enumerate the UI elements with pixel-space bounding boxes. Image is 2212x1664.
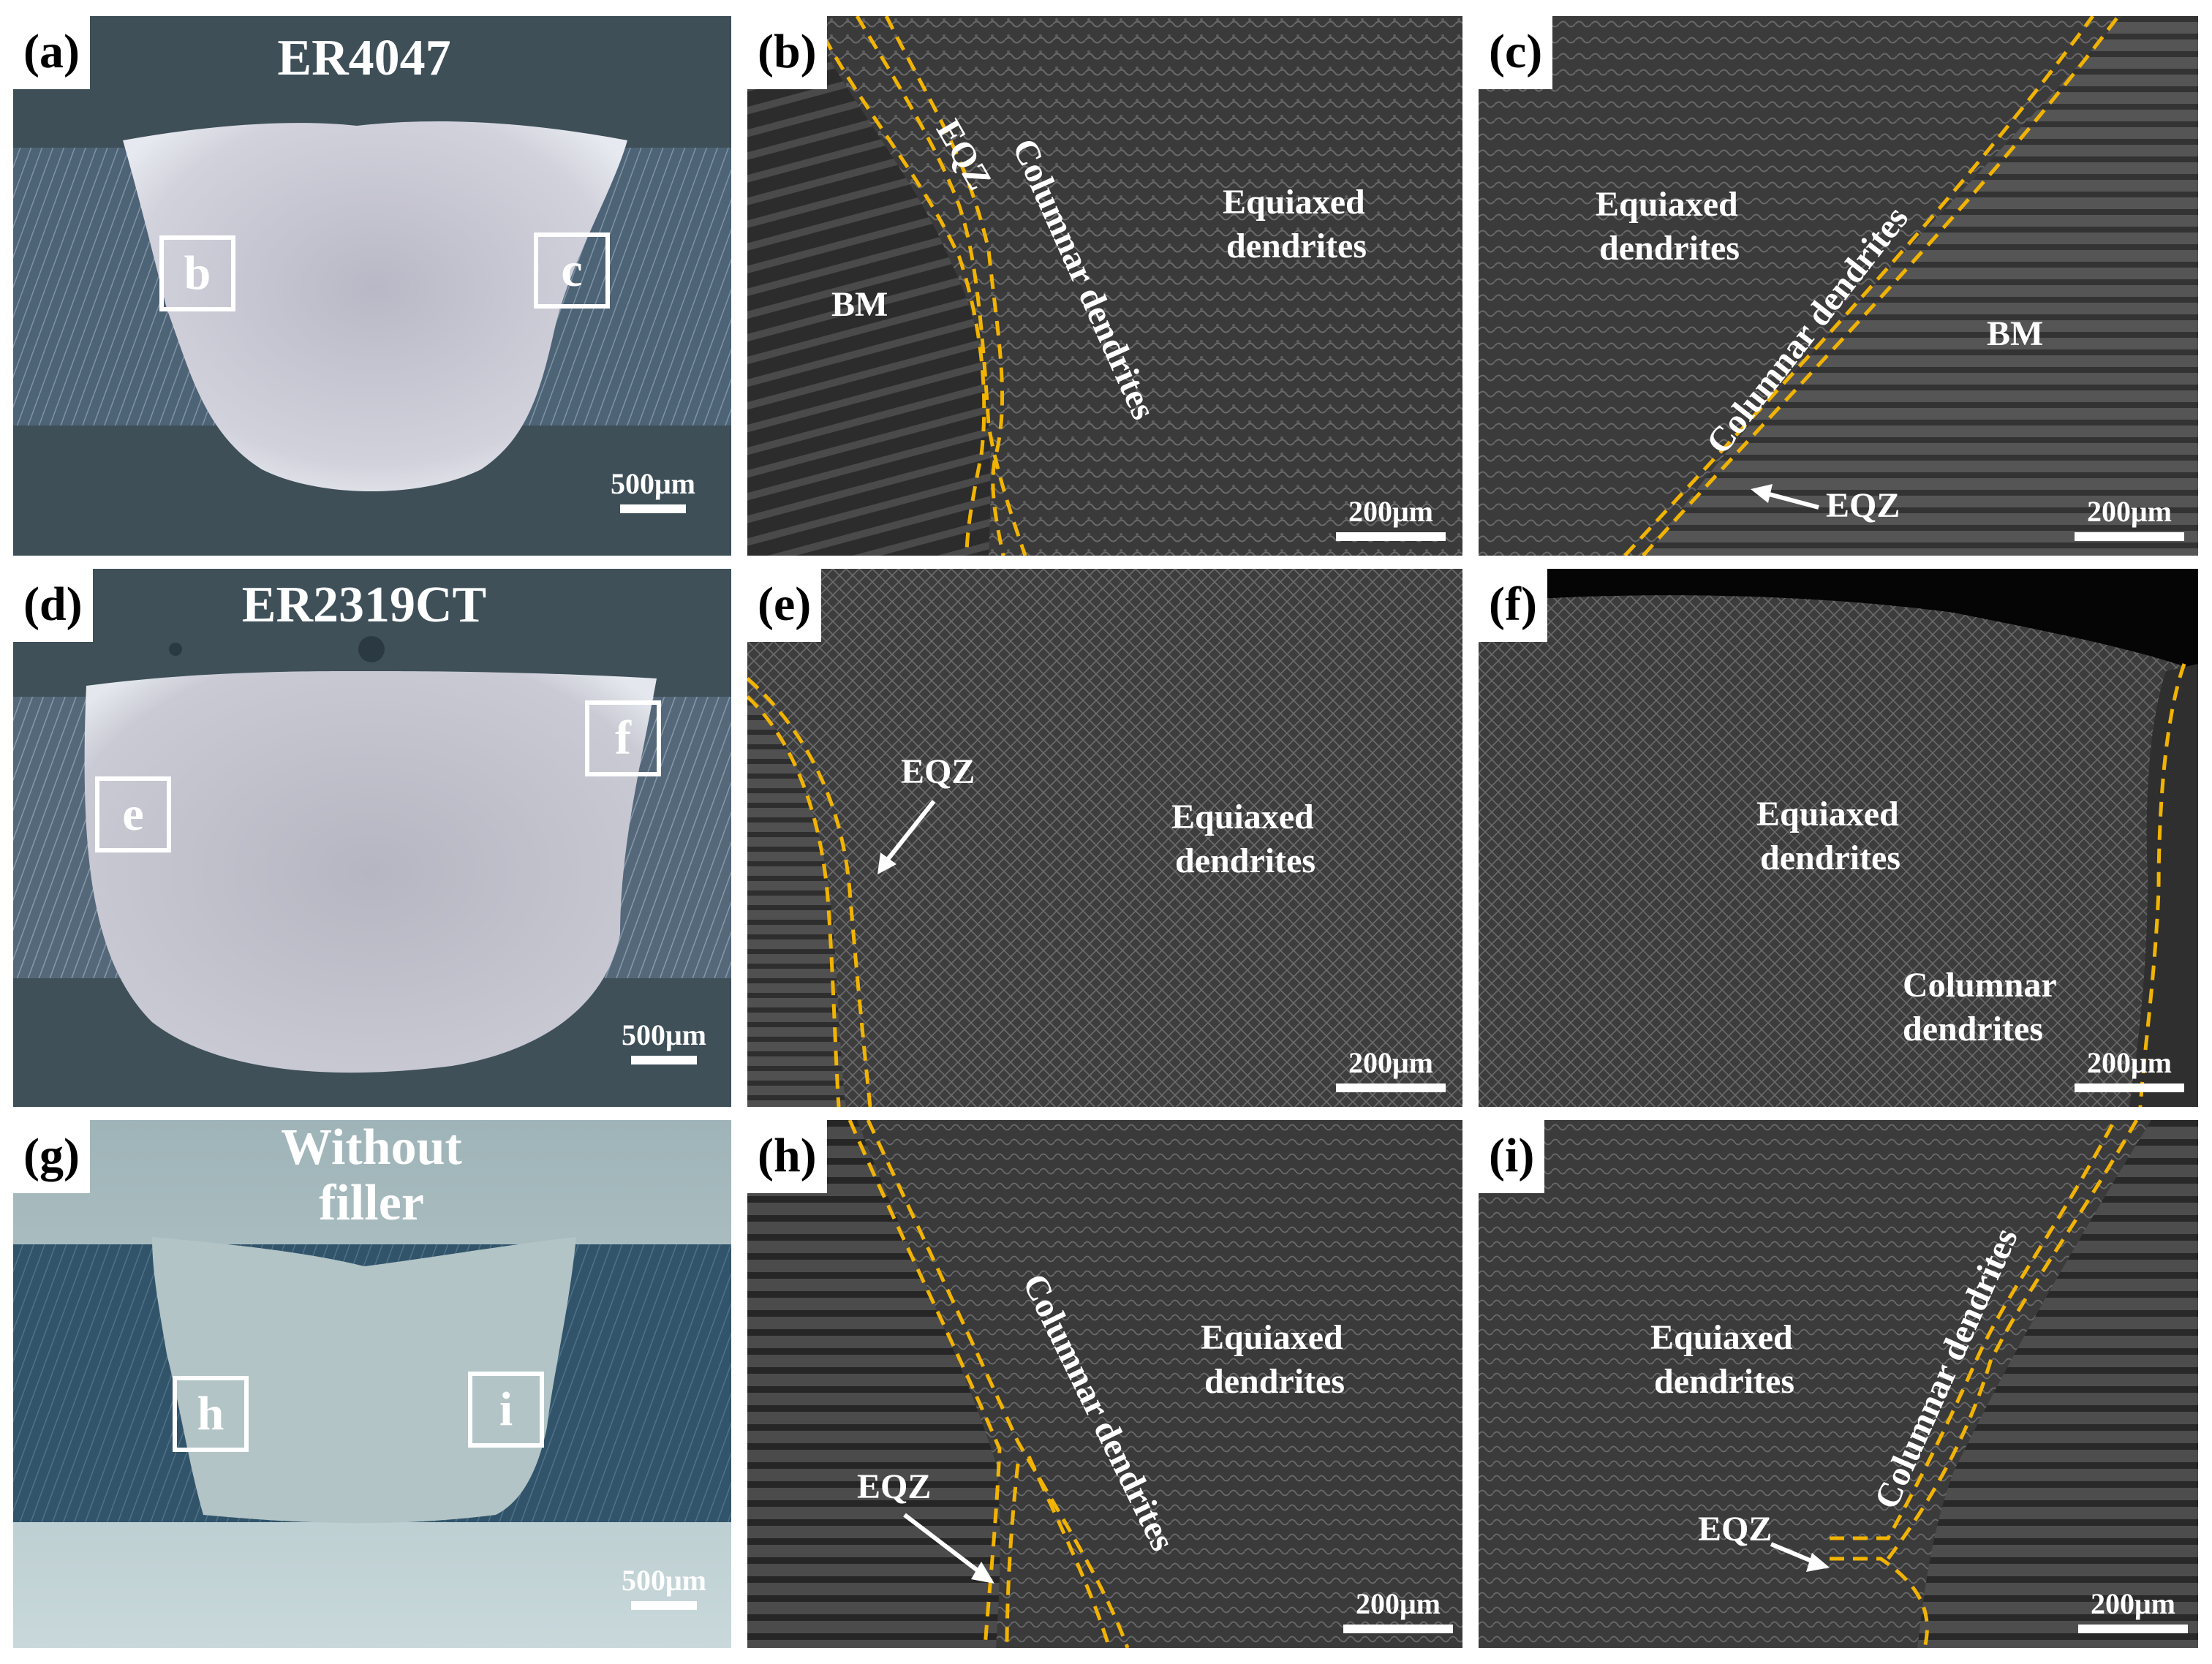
micrograph-i <box>1479 1120 2198 1648</box>
scale-bar-label: 500μm <box>622 1564 706 1597</box>
equiaxed-label-line1: Equiaxed <box>1756 795 1899 833</box>
scale-bar-line <box>1343 1625 1453 1633</box>
panel-label: (c) <box>1479 16 1553 89</box>
weld-macrograph-a <box>13 16 731 556</box>
scale-bar-label: 200μm <box>2087 1046 2172 1079</box>
scale-bar: 500μm <box>602 1566 726 1610</box>
inset-box-i: i <box>468 1372 544 1448</box>
scale-bar-line <box>2075 1084 2184 1092</box>
scale-bar-label: 200μm <box>1348 1046 1433 1079</box>
scale-bar: 500μm <box>602 1021 726 1064</box>
inset-box-f: f <box>585 700 661 776</box>
panel-g: (g) Without filler h i 500μm <box>13 1120 731 1648</box>
panel-b: (b) EQZ Columnar dendrites Equiaxed dend… <box>747 16 1462 556</box>
columnar-label-line1: Columnar <box>1903 966 2057 1005</box>
micrograph-e <box>747 569 1462 1107</box>
panel-d: (d) ER2319CT e f 500μm <box>13 569 731 1107</box>
panel-label: (e) <box>747 569 822 642</box>
filler-title-line2: filler <box>319 1175 424 1231</box>
panel-label: (h) <box>747 1120 827 1193</box>
equiaxed-label-line1: Equiaxed <box>1650 1318 1793 1357</box>
scale-bar-line <box>631 1056 697 1064</box>
equiaxed-label-line2: dendrites <box>1175 842 1316 880</box>
eqz-label: EQZ <box>1698 1510 1773 1548</box>
eqz-label: EQZ <box>857 1467 932 1506</box>
panel-e: (e) EQZ Equiaxed dendrites 200μm <box>747 569 1462 1107</box>
scale-bar-line <box>1336 1084 1446 1092</box>
scale-bar-line <box>631 1601 697 1610</box>
scale-bar-line <box>2075 532 2184 541</box>
panel-f: (f) Equiaxed dendrites Columnar dendrite… <box>1479 569 2198 1107</box>
scale-bar-line <box>2078 1625 2188 1633</box>
panel-a: (a) ER4047 b c 500μm <box>13 16 731 556</box>
inset-box-c: c <box>534 232 610 309</box>
scale-bar: 200μm <box>1340 1589 1457 1633</box>
weld-macrograph-d <box>13 569 731 1107</box>
scale-bar: 200μm <box>2075 1589 2192 1633</box>
scale-bar-label: 500μm <box>622 1018 706 1051</box>
bm-label: BM <box>1987 314 2044 353</box>
columnar-label-line2: dendrites <box>1903 1010 2043 1048</box>
scale-bar-line <box>620 504 686 513</box>
weld-macrograph-g <box>13 1120 731 1648</box>
scale-bar: 200μm <box>1332 1048 1449 1092</box>
equiaxed-label-line1: Equiaxed <box>1201 1318 1343 1357</box>
panel-label: (g) <box>13 1120 90 1193</box>
scale-bar-line <box>1336 532 1446 541</box>
panel-h: (h) Columnar dendrites Equiaxed dendrite… <box>747 1120 1462 1648</box>
scale-bar: 500μm <box>591 469 715 513</box>
panel-label: (i) <box>1479 1120 1545 1193</box>
equiaxed-label-line2: dendrites <box>1226 227 1367 265</box>
scale-bar-label: 200μm <box>2091 1587 2175 1620</box>
scale-bar: 200μm <box>2071 1048 2188 1092</box>
panel-label: (b) <box>747 16 827 89</box>
inset-box-b: b <box>159 235 235 311</box>
panel-c: (c) Equiaxed dendrites Columnar dendrite… <box>1479 16 2198 556</box>
bm-label: BM <box>831 285 888 324</box>
inset-box-e: e <box>95 776 171 852</box>
panel-i: (i) Equiaxed dendrites Columnar dendrite… <box>1479 1120 2198 1648</box>
scale-bar-label: 500μm <box>611 467 695 500</box>
scale-bar-label: 200μm <box>2087 495 2172 528</box>
filler-title-line1: Without <box>281 1120 462 1176</box>
filler-title: ER4047 <box>277 30 451 86</box>
panel-label: (a) <box>13 16 90 89</box>
equiaxed-label-line1: Equiaxed <box>1223 183 1365 222</box>
panel-label: (f) <box>1479 569 1547 642</box>
equiaxed-label-line2: dendrites <box>1599 229 1740 268</box>
inset-box-h: h <box>173 1376 249 1452</box>
scale-bar-label: 200μm <box>1348 495 1433 528</box>
scale-bar: 200μm <box>2071 497 2188 541</box>
equiaxed-label-line1: Equiaxed <box>1596 185 1738 224</box>
equiaxed-label-line2: dendrites <box>1760 839 1900 877</box>
eqz-label: EQZ <box>901 752 975 791</box>
equiaxed-label-line2: dendrites <box>1654 1362 1794 1401</box>
panel-label: (d) <box>13 569 93 642</box>
equiaxed-label-line2: dendrites <box>1204 1362 1345 1401</box>
filler-title: ER2319CT <box>241 577 487 633</box>
eqz-label: EQZ <box>1826 486 1900 525</box>
equiaxed-label-line1: Equiaxed <box>1171 798 1314 836</box>
scale-bar: 200μm <box>1332 497 1449 541</box>
scale-bar-label: 200μm <box>1356 1587 1441 1620</box>
